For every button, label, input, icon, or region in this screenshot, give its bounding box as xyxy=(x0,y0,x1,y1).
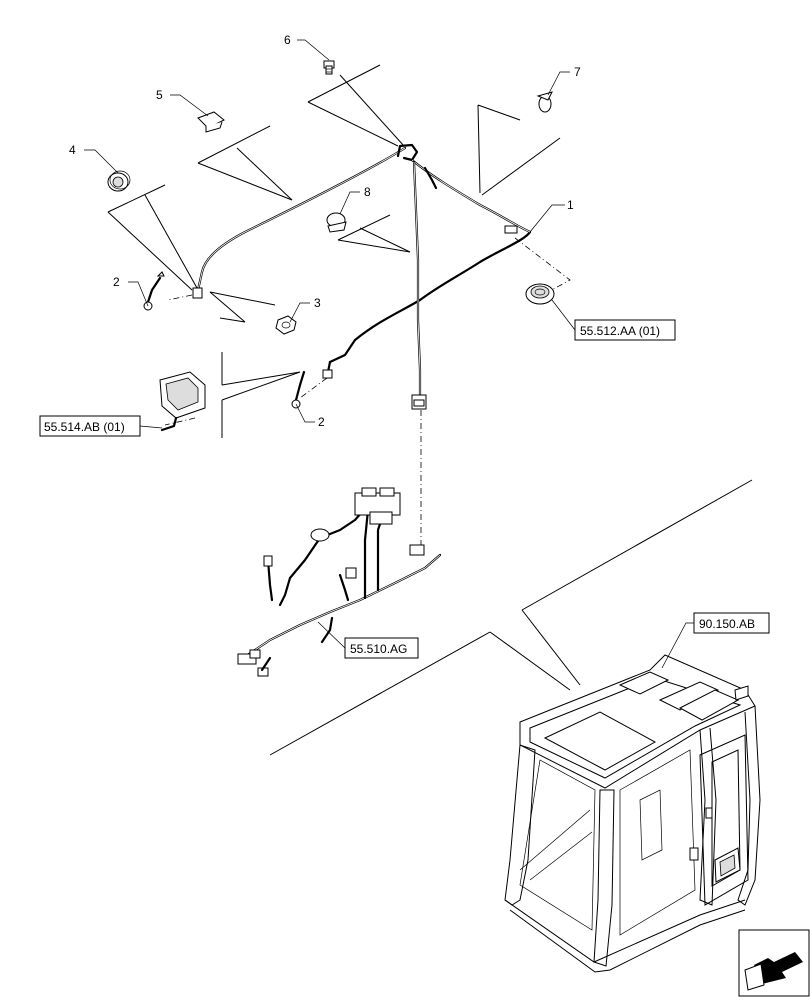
callout-7: 7 xyxy=(547,65,581,96)
reference-label: 55.514.AB (01) xyxy=(44,420,125,434)
callout-label: 4 xyxy=(69,143,76,157)
cable-tie-part-7 xyxy=(536,91,553,113)
callout-label: 3 xyxy=(314,296,321,310)
operator-cab-component xyxy=(504,654,761,973)
callout-8: 8 xyxy=(339,185,371,215)
connection-lines xyxy=(164,237,571,550)
reference-label: 90.150.AB xyxy=(699,617,755,631)
roof-light-component xyxy=(525,283,555,305)
reference-label: 55.510.AG xyxy=(350,642,407,656)
callout-3: 3 xyxy=(289,296,321,323)
callout-label: 5 xyxy=(156,88,163,102)
callout-label: 2 xyxy=(113,275,120,289)
work-lamp-component xyxy=(159,371,206,432)
orientation-arrow-icon xyxy=(738,929,810,997)
harness-indicator-lines xyxy=(107,64,561,438)
clip-part-5 xyxy=(197,111,225,133)
reference-label: 55.512.AA (01) xyxy=(580,324,660,338)
roof-wiring-harness xyxy=(192,143,532,410)
main-harness-component xyxy=(237,487,442,677)
nut-part-3 xyxy=(275,315,297,335)
callout-label: 6 xyxy=(284,33,291,47)
callout-2-upper: 2 xyxy=(113,275,149,307)
callout-label: 1 xyxy=(567,198,574,212)
cable-tie-part-8 xyxy=(326,212,347,233)
bolt-part-6 xyxy=(323,60,335,75)
grommet-part-4 xyxy=(107,170,131,192)
callout-6: 6 xyxy=(284,33,330,61)
ground-wire-part-2-lower xyxy=(291,370,306,409)
reference-main-harness[interactable]: 55.510.AG xyxy=(317,621,419,659)
reference-work-lamp[interactable]: 55.514.AB (01) xyxy=(39,415,163,437)
assembly-pointer-lines xyxy=(269,479,753,756)
reference-cab[interactable]: 90.150.AB xyxy=(661,612,770,669)
callout-5: 5 xyxy=(156,88,209,117)
callout-1: 1 xyxy=(529,198,574,233)
callout-label: 2 xyxy=(318,415,325,429)
callout-label: 8 xyxy=(364,185,371,199)
callout-2-lower: 2 xyxy=(295,403,325,429)
callout-4: 4 xyxy=(69,143,119,174)
reference-roof-light[interactable]: 55.512.AA (01) xyxy=(551,299,676,341)
callout-label: 7 xyxy=(574,65,581,79)
